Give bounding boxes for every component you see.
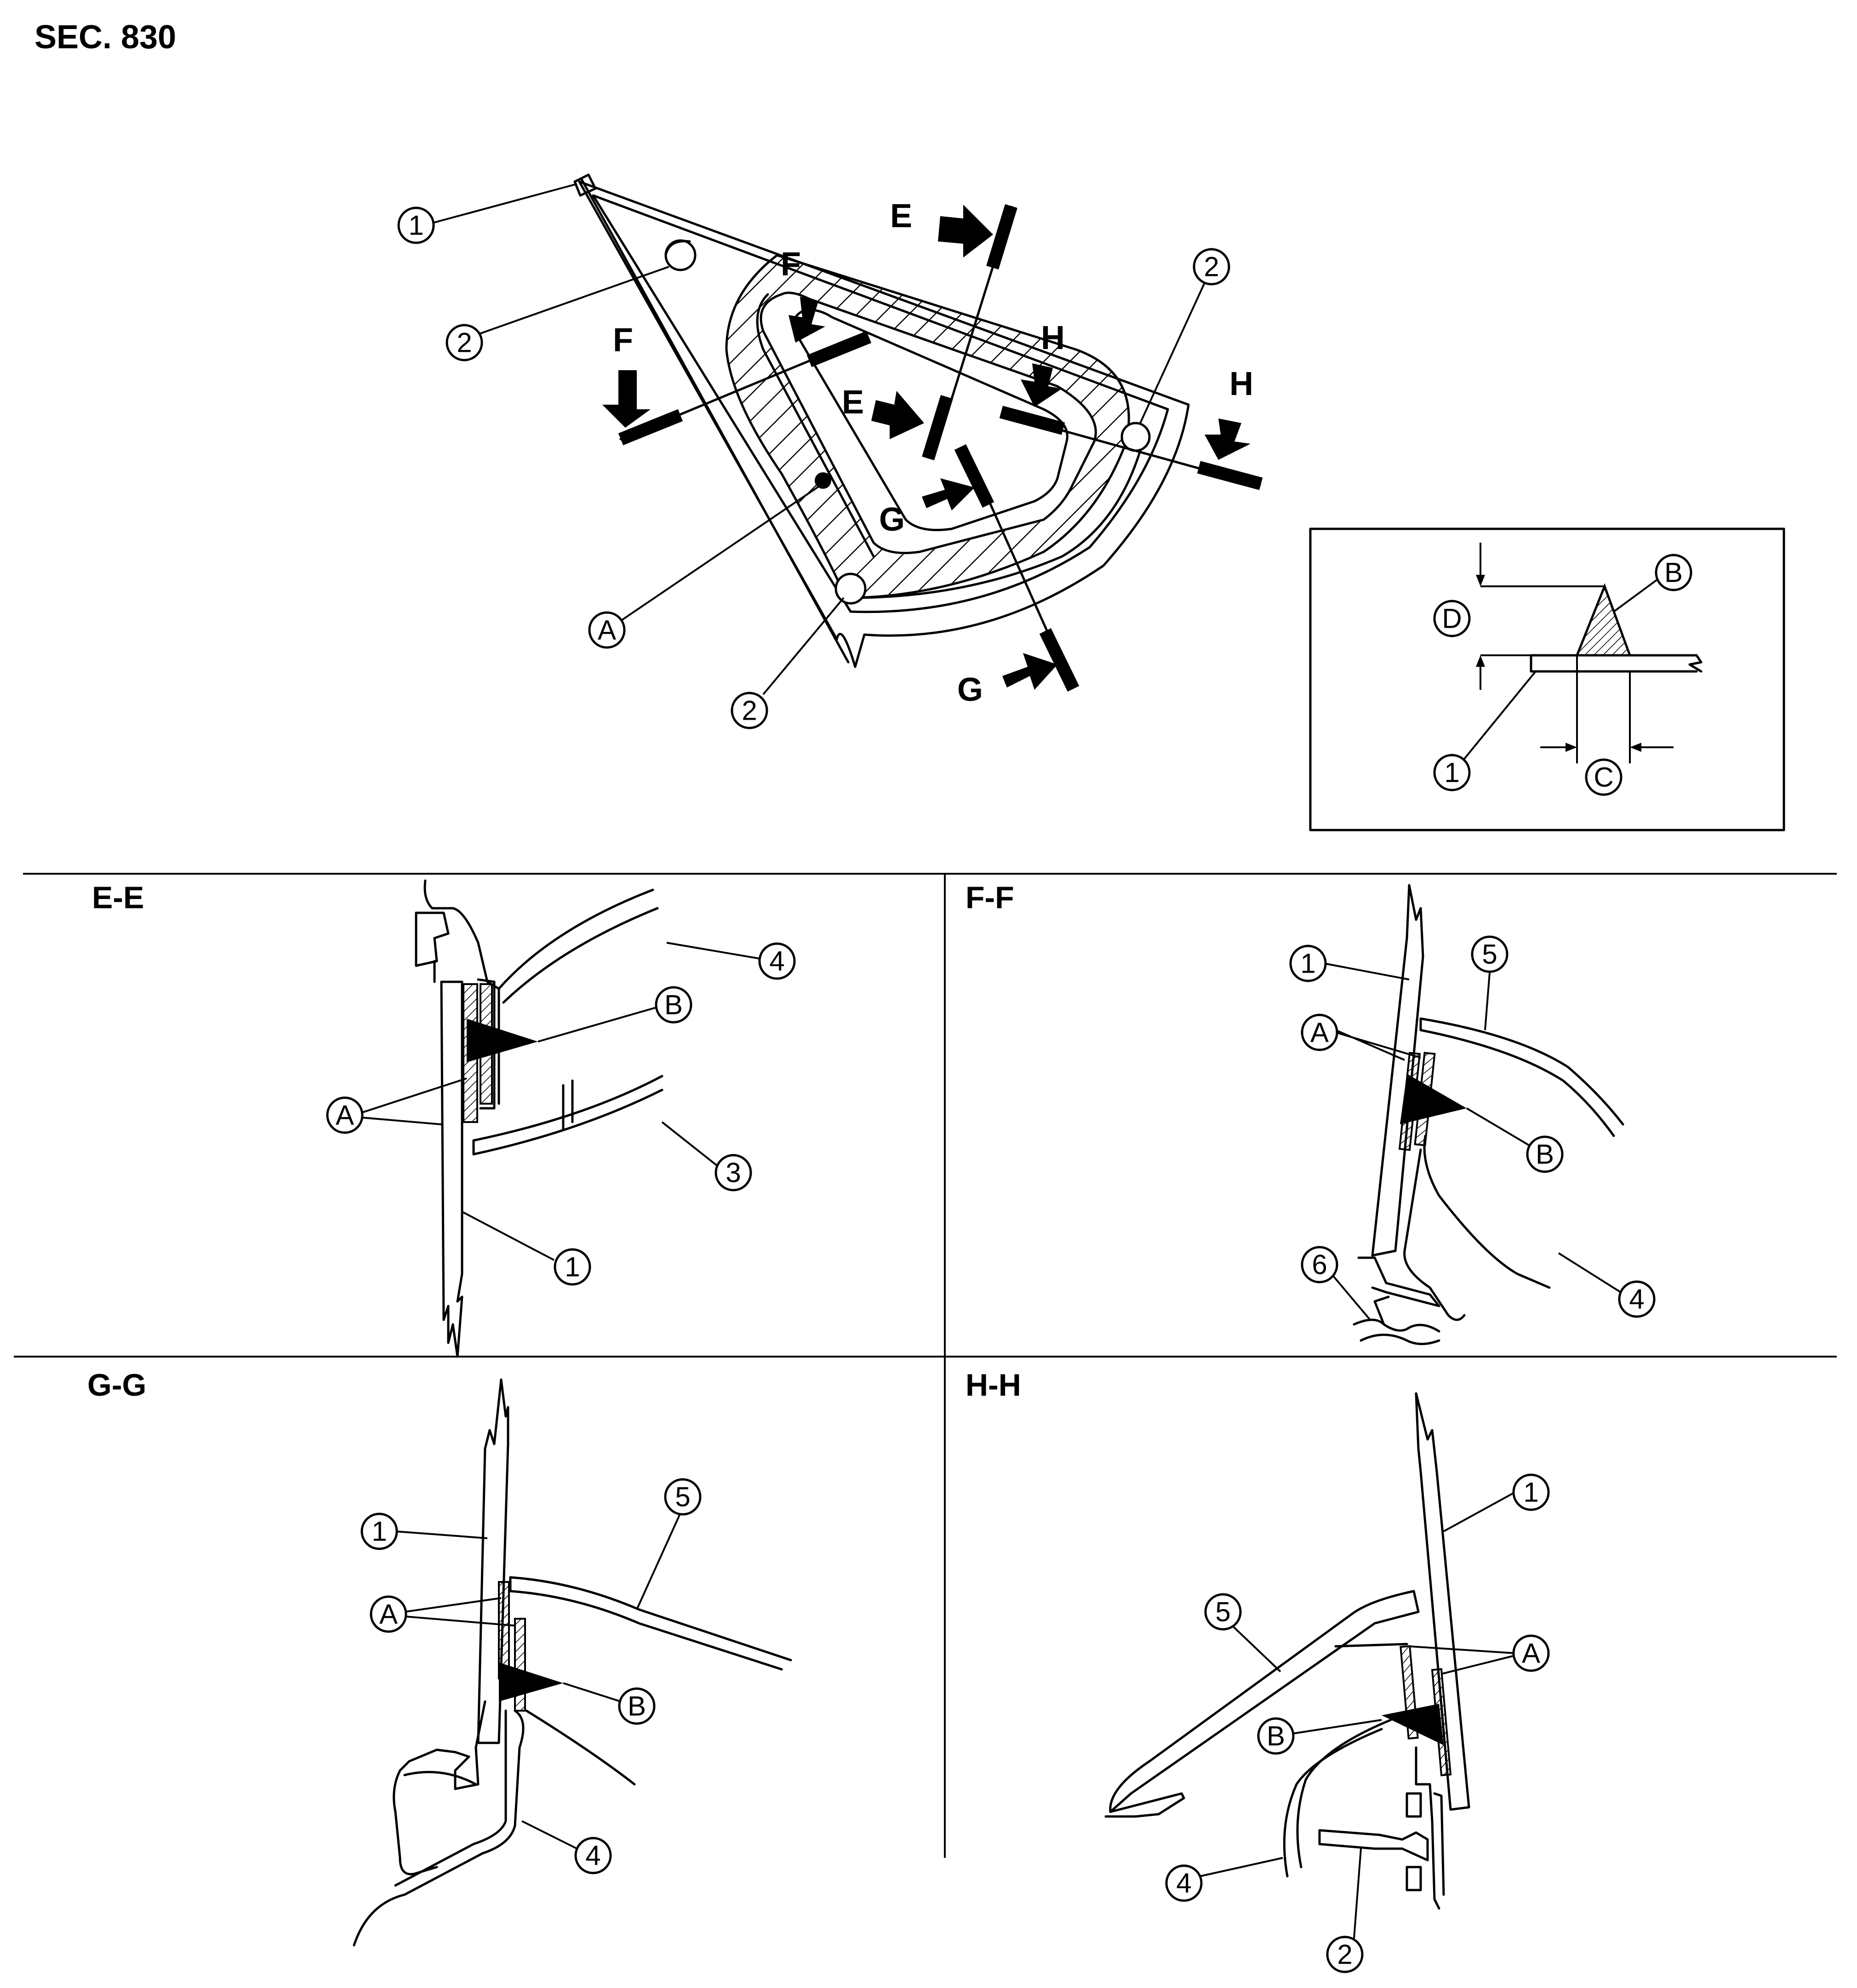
- callout-1-inset: 1: [1444, 757, 1459, 788]
- callout-1-gg: 1: [371, 1516, 387, 1547]
- callout-4-gg: 4: [585, 1840, 600, 1871]
- section-line-f: [618, 331, 872, 446]
- view-arrow-h-inner: [1021, 363, 1062, 407]
- label-g-inner: G: [879, 501, 905, 538]
- callout-a-ee: A: [336, 1100, 354, 1131]
- clip-right: [1120, 422, 1151, 452]
- view-arrow-h-right: [1205, 418, 1251, 460]
- label-e-inner: E: [842, 384, 864, 421]
- callout-1-ff: 1: [1300, 948, 1315, 979]
- callout-4-ff: 4: [1629, 1284, 1644, 1315]
- callout-2-lower: 2: [742, 695, 757, 726]
- callout-b-gg: B: [628, 1691, 646, 1722]
- clip-lower: [834, 573, 867, 605]
- callout-1-hh: 1: [1523, 1477, 1538, 1508]
- section-view-f-f: F-F 1 5 A B 4: [966, 880, 1656, 1345]
- callout-2-upper: 2: [457, 327, 472, 358]
- callout-b-ee: B: [664, 990, 683, 1020]
- clip-upper-left: [664, 239, 697, 271]
- callout-b-ff: B: [1536, 1139, 1554, 1170]
- callout-2-hh: 2: [1337, 1939, 1352, 1970]
- section-line-e: [922, 204, 1017, 461]
- section-title-f-f: F-F: [966, 880, 1014, 915]
- callout-2-right: 2: [1204, 252, 1219, 282]
- callout-a-gg: A: [379, 1599, 398, 1630]
- callout-5-ff: 5: [1482, 939, 1497, 970]
- label-f-inner: F: [781, 246, 801, 283]
- label-g-lower: G: [957, 671, 983, 708]
- section-view-h-h: H-H 1 5 A B 4: [966, 1368, 1550, 1973]
- quarter-window-view: E E F F H H G G 1 2 2 2 A: [397, 173, 1263, 729]
- view-arrow-g-lower: [1002, 653, 1057, 690]
- label-h-right: H: [1229, 366, 1253, 402]
- callout-4-ee: 4: [769, 946, 784, 977]
- section-view-g-g: G-G 1 5 A B 4: [87, 1368, 792, 1947]
- callout-a-hh: A: [1522, 1638, 1540, 1669]
- callout-6-ff: 6: [1312, 1249, 1327, 1280]
- callout-b-inset: B: [1664, 557, 1683, 588]
- callout-b-hh: B: [1267, 1721, 1285, 1752]
- callout-c: C: [1594, 762, 1613, 793]
- view-arrow-f-inner: [789, 297, 825, 343]
- label-f-left: F: [613, 322, 633, 359]
- label-e-top: E: [890, 198, 912, 235]
- callout-d: D: [1442, 603, 1462, 634]
- label-h-inner: H: [1041, 320, 1065, 356]
- section-code: SEC. 830: [34, 19, 176, 56]
- view-arrow-g-inner: [922, 478, 975, 510]
- view-arrow-f-left: [602, 370, 651, 428]
- callout-5-gg: 5: [675, 1482, 690, 1512]
- callout-1-main: 1: [408, 210, 423, 241]
- adhesive-start-point: [815, 472, 831, 489]
- view-arrow-e-top: [938, 205, 993, 258]
- section-line-g: [954, 444, 1080, 692]
- callout-a-main: A: [598, 615, 616, 646]
- section-line-h: [999, 406, 1263, 490]
- callout-4-hh: 4: [1176, 1868, 1191, 1899]
- callout-a-ff: A: [1310, 1017, 1329, 1048]
- callout-5-hh: 5: [1215, 1597, 1230, 1627]
- section-title-g-g: G-G: [87, 1368, 146, 1403]
- view-arrow-e-inner: [871, 391, 924, 439]
- section-title-e-e: E-E: [92, 880, 144, 915]
- adhesive-bead-detail-inset: D C B 1: [1309, 527, 1785, 831]
- urethane-adhesive-band: [725, 254, 1130, 599]
- callout-3-ee: 3: [726, 1157, 741, 1188]
- adhesive-bead-cross-section: [1575, 583, 1632, 657]
- callout-1-ee: 1: [565, 1252, 580, 1283]
- glass-corner-tip: [573, 173, 597, 197]
- section-view-e-e: E-E 4 B A 3 1: [92, 879, 796, 1358]
- section-title-h-h: H-H: [966, 1368, 1021, 1403]
